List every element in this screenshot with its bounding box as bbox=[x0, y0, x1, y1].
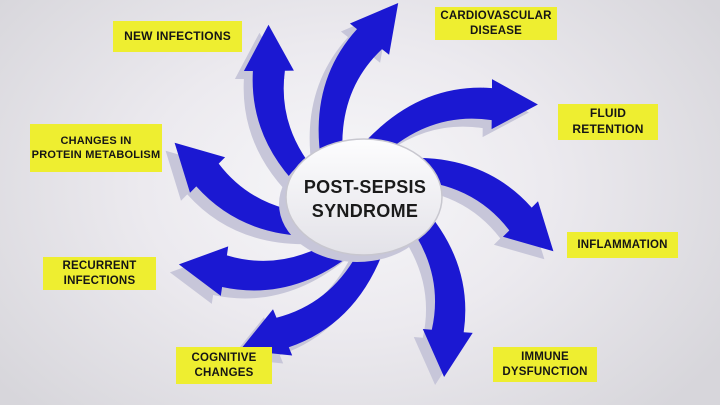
center-node-label: POST-SEPSIS SYNDROME bbox=[303, 176, 427, 221]
label-cardiovascular-disease: CARDIOVASCULAR DISEASE bbox=[435, 7, 557, 40]
label-inflammation: INFLAMMATION bbox=[567, 232, 678, 258]
arrow-new-infections bbox=[243, 24, 323, 196]
arrows bbox=[174, 3, 554, 377]
label-changes-in-protein-metabolism: CHANGES IN PROTEIN METABOLISM bbox=[30, 124, 162, 172]
center-node-ellipse bbox=[285, 138, 443, 256]
arrow-fluid-retention bbox=[366, 79, 538, 156]
label-immune-dysfunction: IMMUNE DYSFUNCTION bbox=[493, 347, 597, 382]
label-cognitive-changes: COGNITIVE CHANGES bbox=[176, 347, 272, 384]
arrow-cognitive-changes bbox=[240, 241, 384, 356]
label-new-infections: NEW INFECTIONS bbox=[113, 21, 242, 52]
arrow-cardiovascular-disease bbox=[318, 3, 399, 160]
arrow-recurrent-infections bbox=[178, 235, 354, 296]
label-recurrent-infections: RECURRENT INFECTIONS bbox=[43, 257, 156, 290]
label-fluid-retention: FLUID RETENTION bbox=[558, 104, 658, 140]
arrow-immune-dysfunction bbox=[403, 203, 473, 377]
arrow-inflammation bbox=[405, 157, 554, 252]
